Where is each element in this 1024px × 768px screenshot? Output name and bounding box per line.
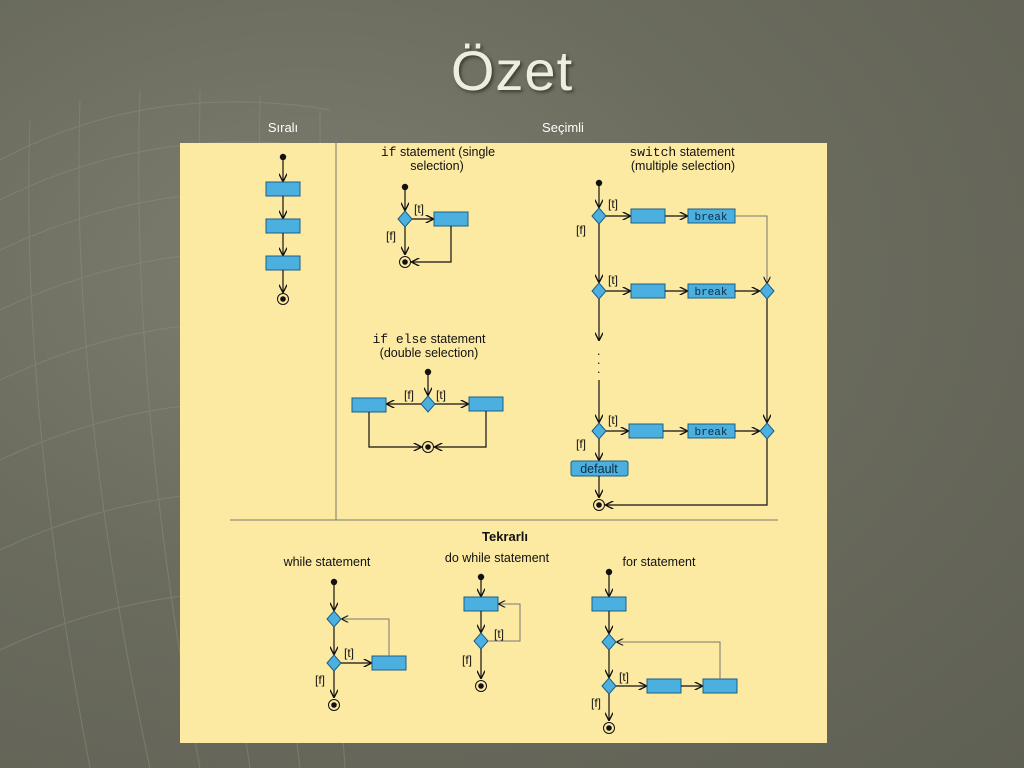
activity-node [630,283,666,299]
guard-false-label: [f] [386,229,396,243]
guard-true-label: [t] [436,388,446,402]
activity-node [646,678,682,694]
decision-node [397,210,413,228]
if-statement-diagram: if statement (single selection) [t] [f] [381,145,495,268]
ellipsis-dot: . [597,344,600,358]
for-statement-diagram: for statement [t] [f] [591,555,738,734]
activity-node [265,181,301,197]
final-node [422,441,434,453]
break-label: break [694,212,727,224]
for-statement-label: for statement [623,555,696,569]
decision-node [420,395,436,413]
activity-node [371,655,407,671]
guard-false-label: [f] [315,673,325,687]
ellipsis-dot: . [597,362,600,376]
default-label: default [580,462,618,476]
slide-title: Özet [450,39,574,102]
decision-node [326,654,342,672]
activity-node [468,396,504,412]
section-selection-header: Seçimli [542,120,584,135]
activity-node [630,208,666,224]
diagram-panel [180,143,827,743]
if-else-statement-label: if else statement [373,332,486,347]
switch-label-line2: (multiple selection) [631,159,735,173]
decision-node [591,207,607,225]
guard-true-label: [t] [608,413,618,427]
final-node [399,256,411,268]
activity-node [351,397,387,413]
activity-node [628,423,664,439]
guard-true-label: [t] [608,197,618,211]
guard-false-label: [f] [462,653,472,667]
activity-node [463,596,499,612]
final-node [603,722,615,734]
guard-false-label: [f] [404,388,414,402]
guard-true-label: [t] [344,646,354,660]
if-statement-label-line2: selection) [410,159,464,173]
final-node [328,699,340,711]
break-label: break [694,427,727,439]
guard-false-label: [f] [576,223,586,237]
section-repetition-header: Tekrarlı [482,529,528,544]
merge-node [759,282,775,300]
guard-true-label: [t] [494,627,504,641]
activity-node [702,678,738,694]
initial-node [279,153,287,161]
activity-node [591,596,627,612]
merge-node [759,422,775,440]
section-sequence-header: Sıralı [268,120,298,135]
guard-false-label: [f] [591,696,601,710]
ellipsis-dot: . [597,353,600,367]
decision-node [591,282,607,300]
guard-true-label: [t] [608,273,618,287]
if-statement-label: if statement (single [381,145,495,160]
guard-true-label: [t] [414,202,424,216]
decision-node [601,633,617,651]
if-else-statement-diagram: if else statement (double selection) [f]… [351,332,504,453]
while-statement-label: while statement [283,555,371,569]
decision-node [591,422,607,440]
decision-node [326,610,342,628]
sequence-diagram [265,153,301,305]
final-node [277,293,289,305]
activity-node [265,218,301,234]
activity-node [265,255,301,271]
final-node [593,499,605,511]
while-statement-diagram: while statement [t] [f] [283,555,407,711]
do-while-statement-diagram: do while statement [t] [f] [445,551,550,692]
break-label: break [694,287,727,299]
switch-statement-label: switch statement [629,145,735,160]
activity-node [433,211,469,227]
if-else-label-line2: (double selection) [380,346,479,360]
switch-statement-diagram: switch statement (multiple selection) br… [570,145,775,511]
guard-false-label: [f] [576,437,586,451]
decision-node [601,677,617,695]
decision-node [473,632,489,650]
guard-true-label: [t] [619,670,629,684]
do-while-statement-label: do while statement [445,551,550,565]
final-node [475,680,487,692]
